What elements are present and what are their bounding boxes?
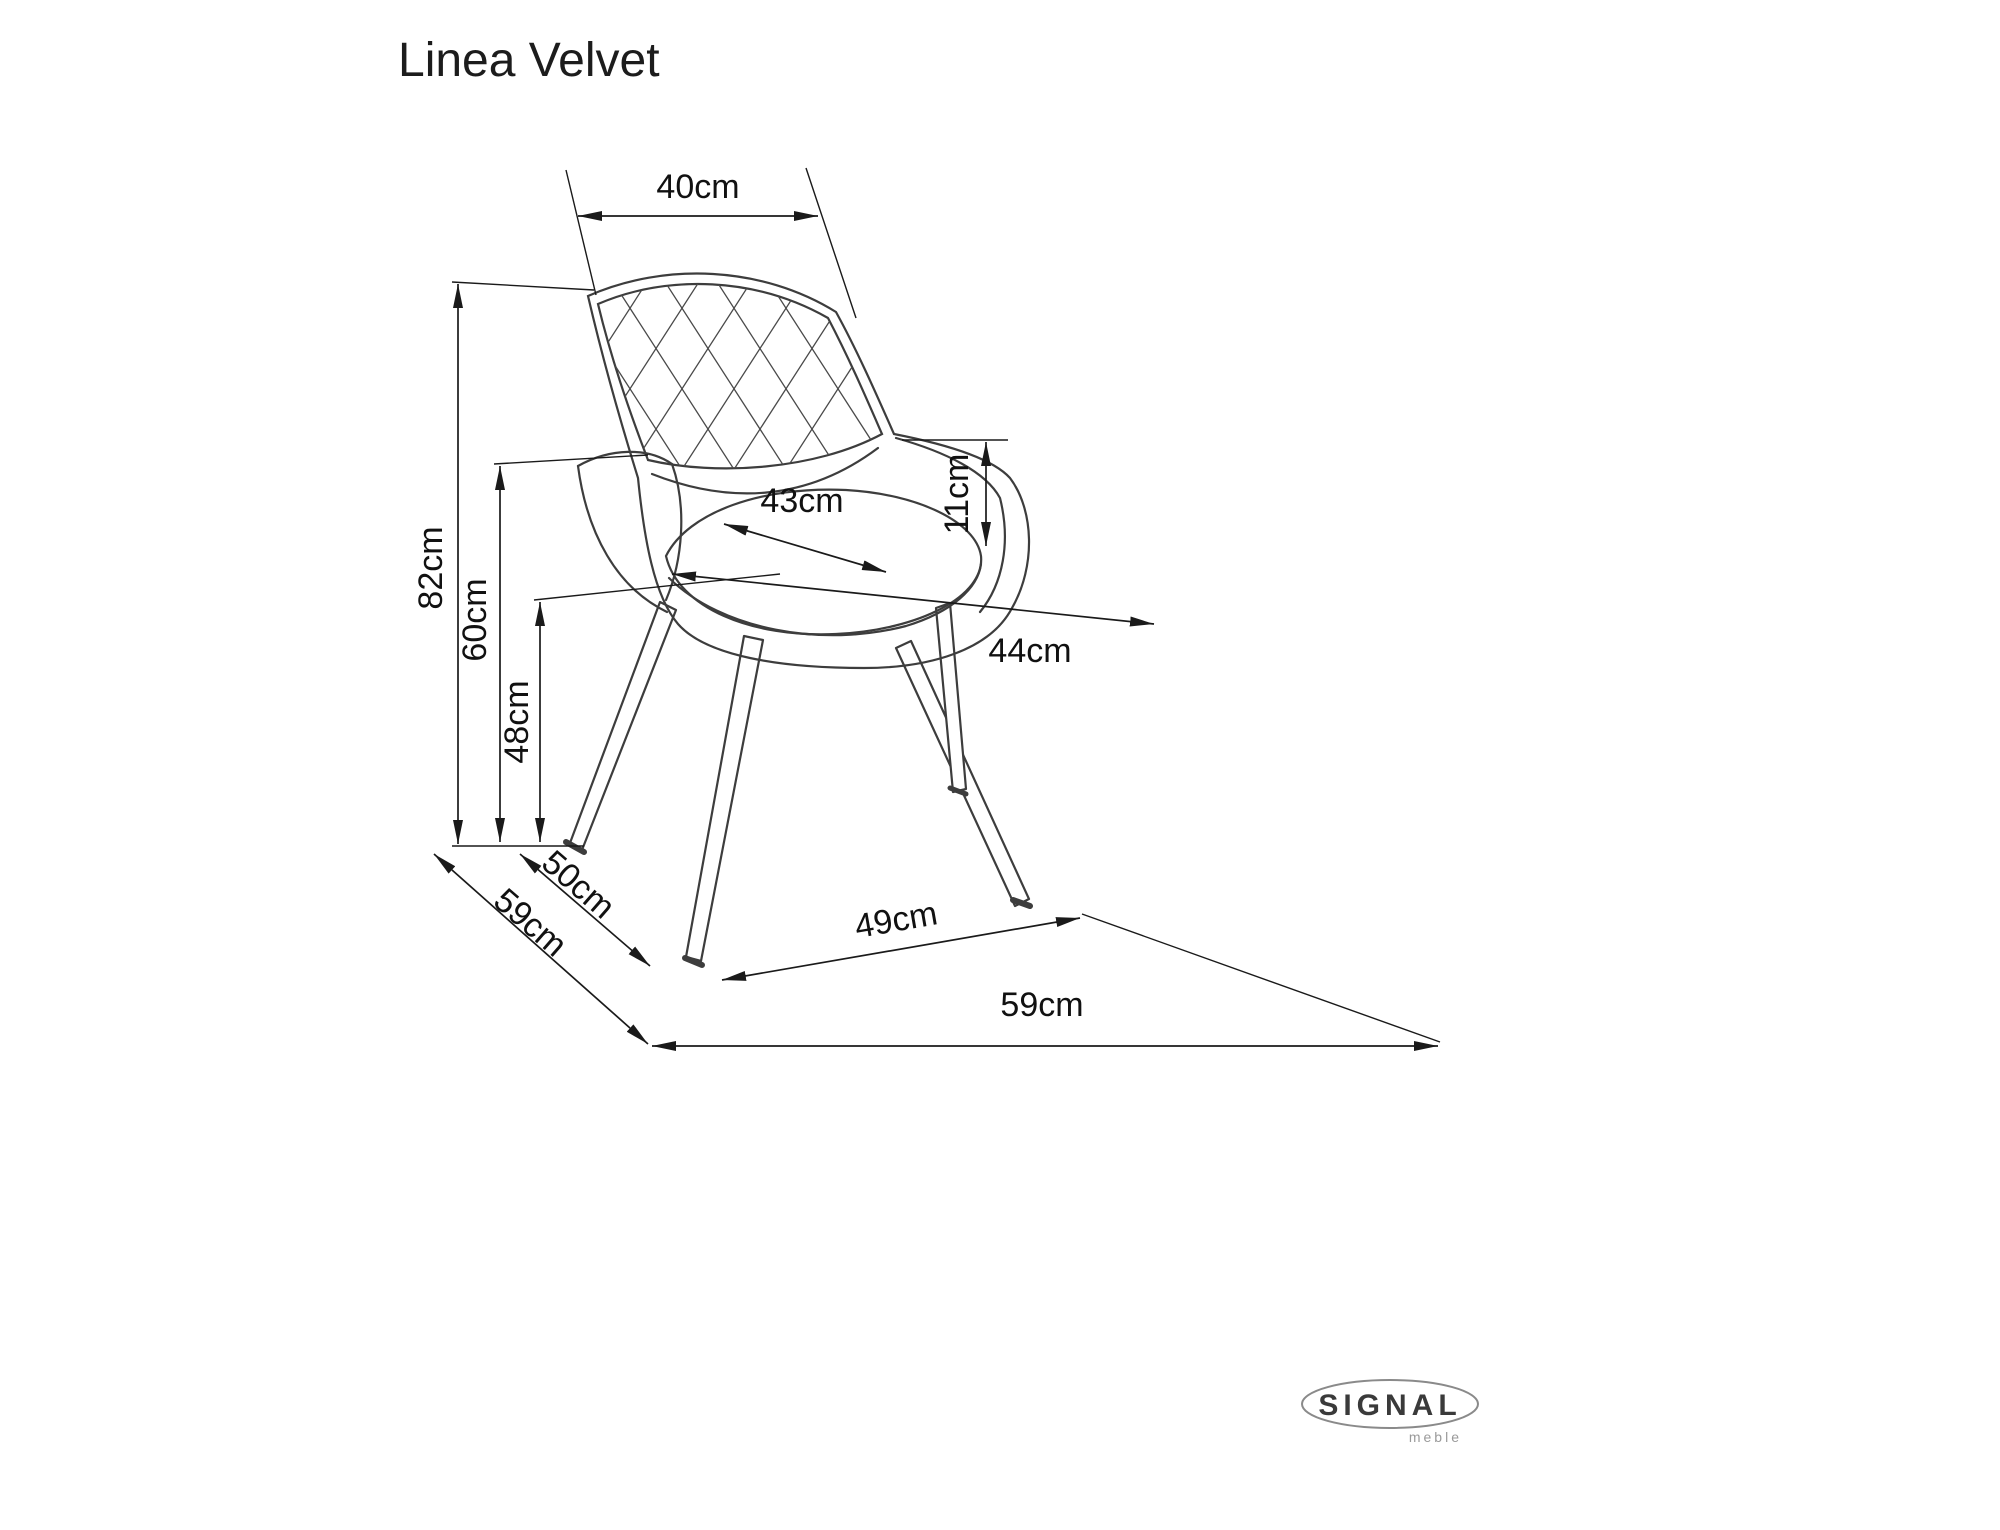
foot-back-right bbox=[947, 785, 969, 797]
dim-seat-height-label: 48cm bbox=[498, 680, 536, 763]
leg-front-left bbox=[684, 634, 765, 963]
dim-total-height: 82cm bbox=[412, 281, 595, 847]
seat-cushion bbox=[664, 488, 983, 636]
ext-line bbox=[451, 281, 595, 291]
dim-line bbox=[721, 917, 1081, 981]
page-title: Linea Velvet bbox=[398, 34, 660, 87]
dim-total-width-label: 59cm bbox=[1000, 986, 1083, 1024]
dim-cushion-thickness-label: 11cm bbox=[938, 454, 976, 535]
dim-line bbox=[671, 571, 1155, 627]
dim-line bbox=[723, 523, 887, 573]
back-seat-seam bbox=[650, 446, 880, 495]
dim-seat-width: 43cm bbox=[723, 482, 887, 573]
dim-armrest-height: 60cm bbox=[456, 454, 649, 842]
ext-line bbox=[565, 169, 597, 296]
chair-feet bbox=[563, 785, 1033, 968]
ext-line bbox=[493, 454, 649, 465]
dim-total-width: 59cm bbox=[652, 913, 1441, 1051]
dim-seat-width-label: 43cm bbox=[760, 482, 843, 520]
brand-logo: SIGNAL meble bbox=[1301, 1379, 1479, 1445]
ext-line bbox=[533, 573, 781, 601]
leg-back-right bbox=[934, 601, 968, 794]
armrest-left-top bbox=[576, 450, 674, 468]
foot-back-left bbox=[563, 839, 587, 855]
dim-seat-depth-label: 44cm bbox=[988, 632, 1071, 670]
dim-back-width-label: 40cm bbox=[656, 168, 739, 206]
dim-armrest-height-label: 60cm bbox=[456, 578, 494, 661]
ext-line bbox=[1081, 913, 1441, 1043]
dim-front-leg-span-label: 49cm bbox=[852, 894, 940, 946]
leg-back-left bbox=[568, 600, 678, 852]
dim-total-height-label: 82cm bbox=[412, 526, 450, 609]
dim-seat-depth: 44cm bbox=[671, 571, 1155, 670]
armrest-left-lower bbox=[576, 464, 669, 614]
dim-back-width: 40cm bbox=[565, 167, 857, 319]
dim-line bbox=[433, 853, 649, 1045]
foot-front-right bbox=[1010, 897, 1033, 909]
logo-brand-text: SIGNAL bbox=[1318, 1389, 1461, 1422]
ext-line bbox=[805, 167, 857, 319]
dim-base-depth: 59cm bbox=[433, 853, 649, 1045]
foot-front-left bbox=[682, 955, 705, 968]
logo-sub-text: meble bbox=[1409, 1429, 1462, 1445]
logo-oval bbox=[1301, 1379, 1479, 1429]
chair-drawing bbox=[563, 272, 1033, 968]
seat-piping bbox=[667, 562, 983, 637]
chair-legs bbox=[568, 600, 1031, 963]
backrest-panel bbox=[596, 282, 884, 470]
dim-cushion-thickness: 11cm bbox=[902, 439, 1008, 546]
